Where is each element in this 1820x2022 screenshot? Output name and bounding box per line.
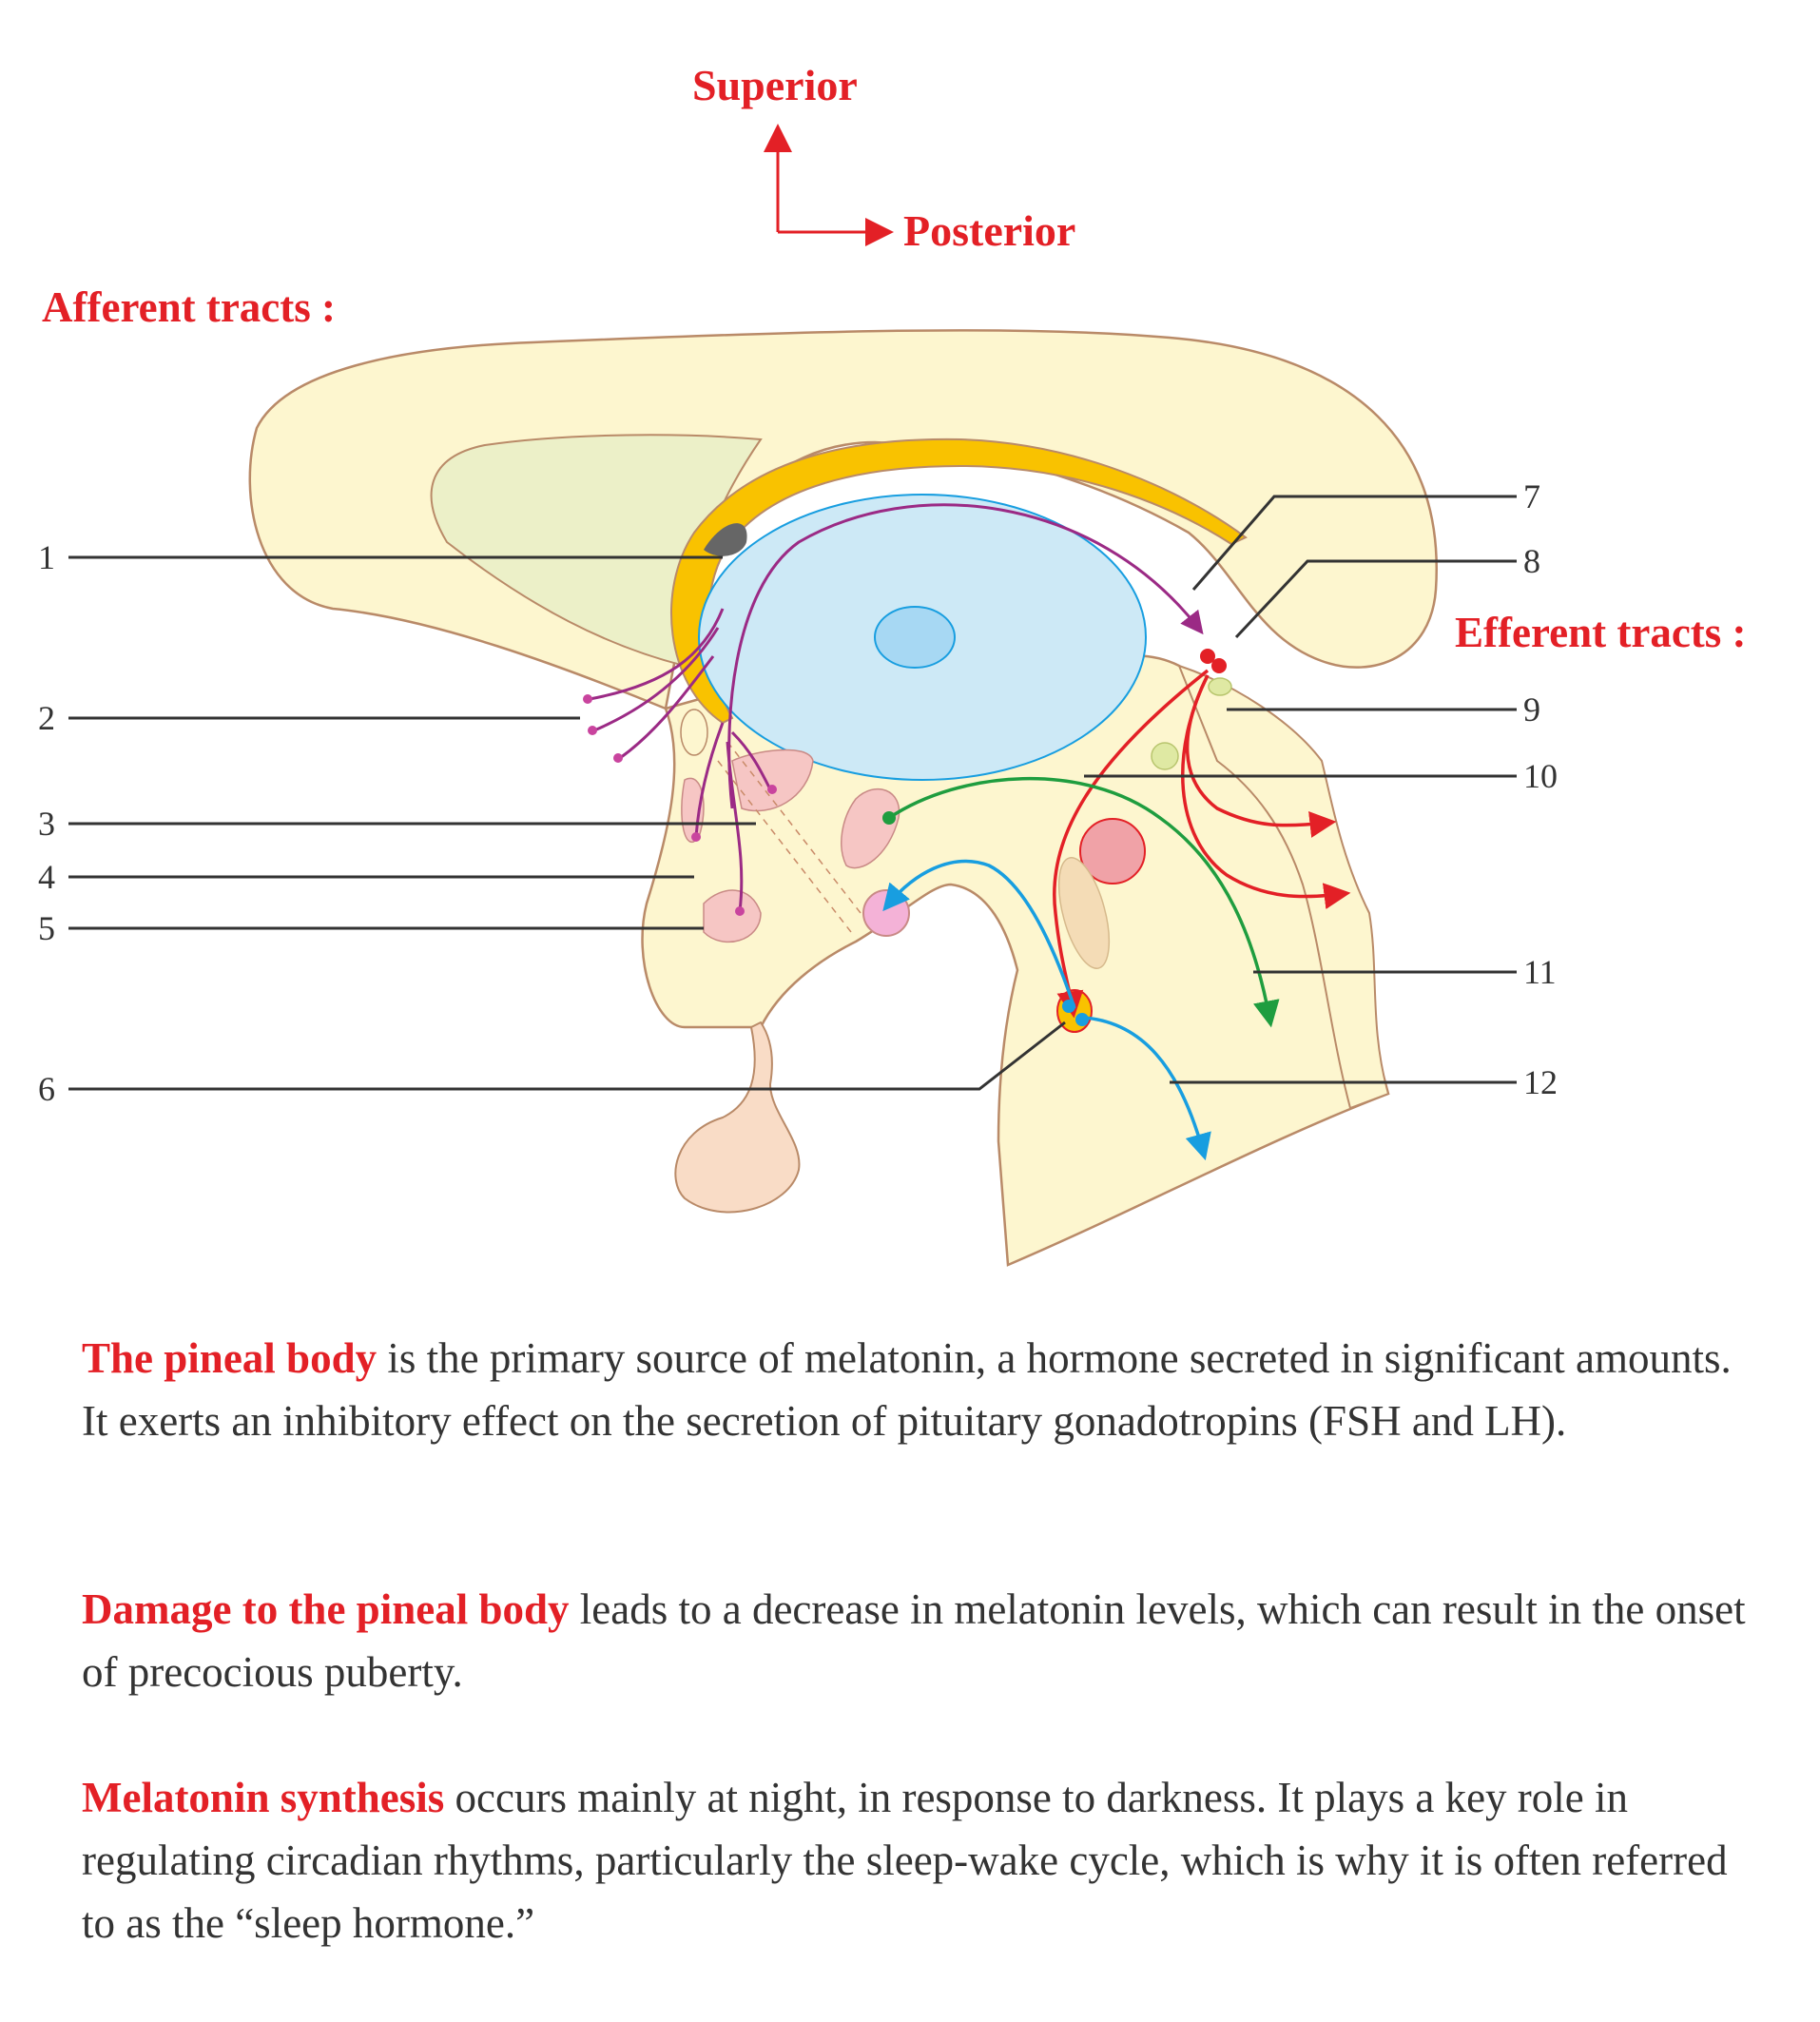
paragraph-highlight: Damage to the pineal body	[82, 1585, 570, 1633]
paragraph-highlight: Melatonin synthesis	[82, 1774, 445, 1821]
leader-line-6	[68, 1021, 1066, 1091]
efferent-tract-blue-lower	[1083, 1016, 1211, 1161]
efferent-tracts	[882, 649, 1351, 1161]
efferent-tract-green	[888, 777, 1280, 1028]
afferent-tracts	[583, 503, 1204, 916]
label-3: 3	[38, 805, 55, 843]
optic-chiasm	[680, 709, 708, 756]
label-8: 8	[1523, 542, 1540, 580]
posterior-structures	[1177, 664, 1390, 1110]
label-1: 1	[38, 538, 55, 576]
label-4: 4	[38, 858, 55, 896]
orientation-indicator: Superior Posterior	[692, 61, 1075, 255]
afferent-tract-2a	[589, 608, 725, 701]
posterior-label: Posterior	[903, 206, 1075, 255]
label-11: 11	[1523, 953, 1557, 991]
pineal-body	[1208, 677, 1232, 696]
paragraph-text: leads to a decrease in melatonin levels,…	[82, 1585, 1746, 1696]
label-7: 7	[1523, 477, 1540, 515]
afferent-tract-2c	[619, 655, 715, 760]
interthalamic-adhesion	[874, 606, 956, 669]
paragraph-highlight: The pineal body	[82, 1334, 378, 1382]
label-10: 10	[1523, 757, 1558, 795]
leader-line-8	[1234, 559, 1517, 639]
pineal-body-diagram: Superior Posterior Afferent tracts : Eff…	[38, 61, 1747, 1267]
afferent-tract-3	[730, 730, 772, 790]
paragraph-pineal-damage: Damage to the pineal body leads to a dec…	[82, 1578, 1755, 1703]
efferent-tract-red-lower	[1181, 674, 1351, 910]
mammillary-region	[841, 788, 900, 869]
paragraph-pineal-body: The pineal body is the primary source of…	[82, 1327, 1755, 1452]
efferent-tracts-heading: Efferent tracts :	[1455, 609, 1747, 656]
label-5: 5	[38, 909, 55, 947]
hypothalamic-nucleus-c	[703, 889, 762, 943]
afferent-tract-2b	[593, 627, 720, 732]
leader-line-7	[1191, 495, 1517, 591]
brain-midsagittal-section	[248, 329, 1438, 1267]
label-9: 9	[1523, 690, 1540, 729]
afferent-tract-5	[726, 741, 744, 912]
efferent-tract-blue-upper	[882, 859, 1076, 1009]
substantia-nigra	[1057, 857, 1111, 969]
label-12: 12	[1523, 1063, 1558, 1101]
paragraph-melatonin-synthesis: Melatonin synthesis occurs mainly at nig…	[82, 1766, 1755, 1954]
mammillary-body	[862, 889, 910, 937]
habenular-nucleus	[1151, 742, 1179, 770]
paragraph-text: is the primary source of melatonin, a ho…	[82, 1334, 1732, 1445]
pituitary-gland	[674, 1021, 801, 1214]
label-6: 6	[38, 1070, 55, 1108]
label-2: 2	[38, 699, 55, 737]
efferent-tract-red-main	[1053, 669, 1210, 1019]
afferent-tracts-heading: Afferent tracts :	[42, 283, 336, 331]
afferent-tract-main	[727, 503, 1204, 809]
red-nucleus	[1079, 818, 1146, 885]
superior-label: Superior	[692, 61, 858, 109]
hypothalamic-nucleus-a	[731, 749, 814, 812]
number-labels: 1 2 3 4 5 6 7 8 9 10 11 12	[38, 477, 1558, 1108]
paragraph-text: occurs mainly at night, in response to d…	[82, 1774, 1728, 1947]
fornix-spot	[704, 523, 747, 556]
leader-lines	[68, 495, 1517, 1091]
